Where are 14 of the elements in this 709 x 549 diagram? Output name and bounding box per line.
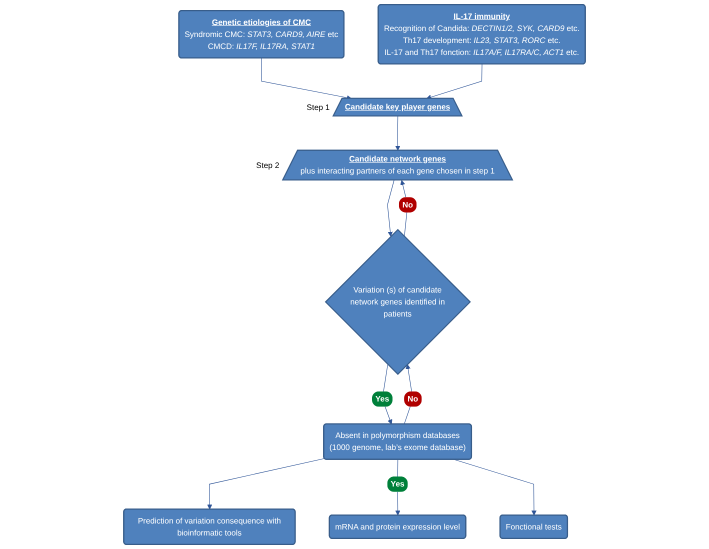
arrow [387,180,394,237]
edge-label: Yes [390,479,404,488]
node-diamond: Variation (s) of candidate network genes identified in patients [324,228,471,375]
edge-label: No [402,200,413,210]
arrow [261,58,352,100]
arrow [426,64,482,100]
edge-label: Yes [375,394,390,404]
arrow [395,459,400,516]
arrow [395,116,400,151]
edge-label: No [407,394,418,404]
arrow [404,364,414,424]
arrow [207,458,325,510]
arrow [382,364,392,424]
arrow [454,459,536,516]
